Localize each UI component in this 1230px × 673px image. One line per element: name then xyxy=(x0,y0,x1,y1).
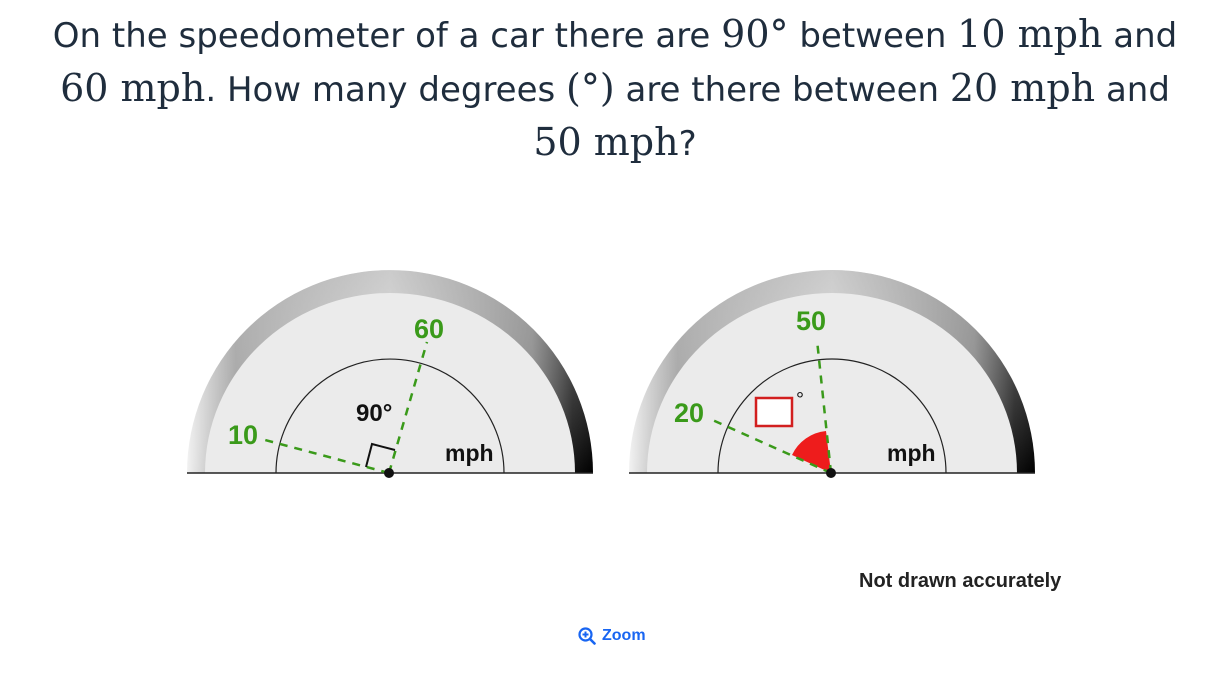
math-value: 60 mph xyxy=(60,66,206,110)
right-gauge-face xyxy=(647,293,1017,473)
left-speedometer: 10 60 90° mph xyxy=(187,270,593,478)
left-gauge-inner-arc xyxy=(275,358,505,474)
math-value: 90° xyxy=(721,12,789,56)
right-speedometer: ° 20 50 mph xyxy=(629,270,1035,478)
right-unit-label: mph xyxy=(887,440,936,466)
zoom-label: Zoom xyxy=(602,627,646,644)
right-label-50: 50 xyxy=(796,306,826,336)
left-unit-label: mph xyxy=(445,440,494,466)
right-label-20: 20 xyxy=(674,398,704,428)
right-angle-marker xyxy=(365,442,396,468)
not-drawn-accurately-note: Not drawn accurately xyxy=(859,570,1062,592)
left-ray-10 xyxy=(264,438,390,475)
question-part: between xyxy=(788,16,958,56)
math-value: 50 mph xyxy=(533,120,679,164)
right-ray-50 xyxy=(815,339,833,474)
right-gauge-center xyxy=(826,468,836,478)
question-part: ? xyxy=(678,124,697,164)
question-part: On the speedometer of a car there are xyxy=(52,16,722,56)
degree-symbol: ° xyxy=(796,389,804,411)
right-ray-20 xyxy=(707,416,832,475)
zoom-in-icon xyxy=(578,627,596,645)
angle-sector xyxy=(792,431,831,473)
left-angle-label: 90° xyxy=(356,400,392,427)
zoom-button[interactable]: Zoom xyxy=(578,622,646,650)
math-value: 10 mph xyxy=(957,12,1103,56)
left-ray-60 xyxy=(387,341,429,474)
question-part: . How many degrees xyxy=(205,70,567,110)
left-gauge-center xyxy=(384,468,394,478)
right-gauge-inner-arc xyxy=(717,358,947,474)
left-gauge-face xyxy=(205,293,575,473)
math-value: (°) xyxy=(566,66,615,110)
left-label-10: 10 xyxy=(228,420,258,450)
left-label-60: 60 xyxy=(414,314,444,344)
question-text: On the speedometer of a car there are 90… xyxy=(40,8,1190,170)
answer-box[interactable] xyxy=(754,396,794,428)
question-part: and xyxy=(1095,70,1170,110)
question-part: and xyxy=(1102,16,1178,56)
math-value: 20 mph xyxy=(949,66,1096,110)
question-part: are there between xyxy=(614,70,950,110)
